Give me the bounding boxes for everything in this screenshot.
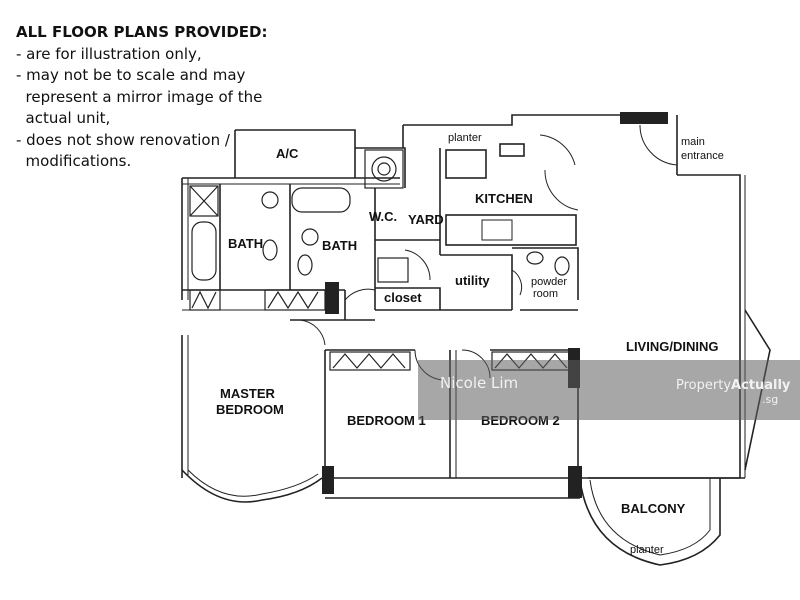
- structural-columns: [322, 112, 668, 498]
- balcony-label: BALCONY: [621, 501, 686, 516]
- disclaimer-line: - does not show renovation /: [16, 130, 230, 149]
- watermark-brand-bold: Actually: [731, 378, 791, 393]
- balcony-outline: [579, 478, 721, 566]
- bath-label-1: BATH: [228, 236, 263, 251]
- utility-label: utility: [455, 273, 490, 288]
- bedroom-1-label: BEDROOM 1: [347, 413, 426, 428]
- outer-walls: [181, 114, 771, 499]
- bath-label-2: BATH: [322, 238, 357, 253]
- disclaimer-heading: ALL FLOOR PLANS PROVIDED:: [16, 23, 268, 41]
- disclaimer-note: ALL FLOOR PLANS PROVIDED: - are for illu…: [16, 22, 296, 173]
- planter-label-top: planter: [448, 132, 482, 144]
- master-bedroom-label: MASTER: [220, 386, 276, 401]
- bathroom-fixtures: [189, 149, 570, 283]
- disclaimer-line: - are for illustration only,: [16, 44, 202, 63]
- watermark-brand: PropertyActually: [676, 378, 790, 393]
- watermark-brand-tld: .sg: [762, 393, 779, 406]
- kitchen-label: KITCHEN: [475, 191, 533, 206]
- disclaimer-line: represent a mirror image of the: [16, 87, 263, 106]
- watermark-agent-name: Nicole Lim: [440, 374, 519, 392]
- main-entrance-label: main: [681, 136, 705, 148]
- disclaimer-line: modifications.: [16, 152, 132, 170]
- closet-label: closet: [384, 290, 422, 305]
- disclaimer-line: - may not be to scale and may: [16, 66, 246, 84]
- master-bedroom-label: BEDROOM: [216, 402, 284, 417]
- ac-label: A/C: [276, 146, 299, 161]
- planter-label-bottom: planter: [630, 544, 664, 556]
- powder-room-label: powder: [531, 276, 567, 288]
- yard-label: YARD: [408, 212, 444, 227]
- main-entrance-label: entrance: [681, 150, 724, 162]
- wc-label: W.C.: [369, 209, 397, 224]
- watermark-band: [418, 360, 800, 420]
- living-dining-label: LIVING/DINING: [626, 339, 718, 354]
- kitchen-counter: [445, 143, 577, 246]
- bay-window: [181, 469, 323, 503]
- powder-room-label: room: [533, 288, 558, 300]
- wardrobes: [189, 289, 573, 371]
- disclaimer-line: actual unit,: [16, 109, 111, 127]
- watermark-brand-prefix: Property: [676, 378, 732, 393]
